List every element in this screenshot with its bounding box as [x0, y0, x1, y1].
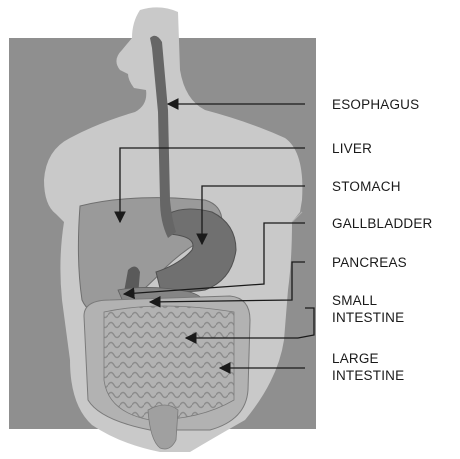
label-small-intestine: SMALL INTESTINE: [332, 292, 404, 326]
large-intestine-line-1: LARGE: [332, 350, 404, 367]
label-large-intestine: LARGE INTESTINE: [332, 350, 404, 384]
gallbladder-text: GALLBLADDER: [332, 215, 433, 232]
label-pancreas: PANCREAS: [332, 254, 407, 271]
small-intestine-organ: [104, 306, 234, 420]
liver-text: LIVER: [332, 140, 372, 157]
label-gallbladder: GALLBLADDER: [332, 215, 433, 232]
label-liver: LIVER: [332, 140, 372, 157]
stomach-text: STOMACH: [332, 178, 401, 195]
small-intestine-line-2: INTESTINE: [332, 309, 404, 326]
esophagus-text: ESOPHAGUS: [332, 96, 419, 113]
small-intestine-line-1: SMALL: [332, 292, 404, 309]
large-intestine-line-2: INTESTINE: [332, 367, 404, 384]
pancreas-text: PANCREAS: [332, 254, 407, 271]
label-stomach: STOMACH: [332, 178, 401, 195]
label-esophagus: ESOPHAGUS: [332, 96, 419, 113]
